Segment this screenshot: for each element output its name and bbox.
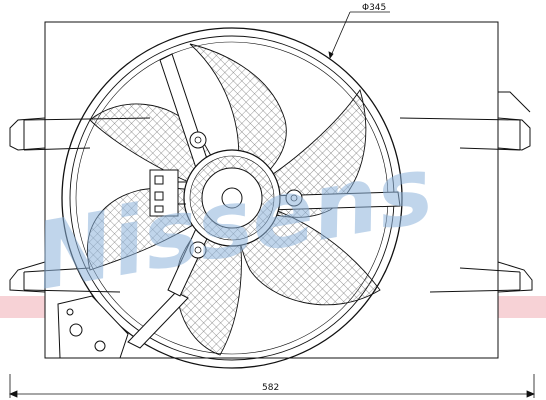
diameter-label: Φ345 — [362, 3, 386, 13]
mounting-bracket — [57, 295, 129, 359]
electrical-connector — [149, 169, 186, 217]
width-label: 582 — [262, 383, 279, 393]
width-dimension — [8, 374, 536, 398]
motor-hub — [183, 131, 303, 259]
diameter-dimension — [328, 11, 390, 59]
